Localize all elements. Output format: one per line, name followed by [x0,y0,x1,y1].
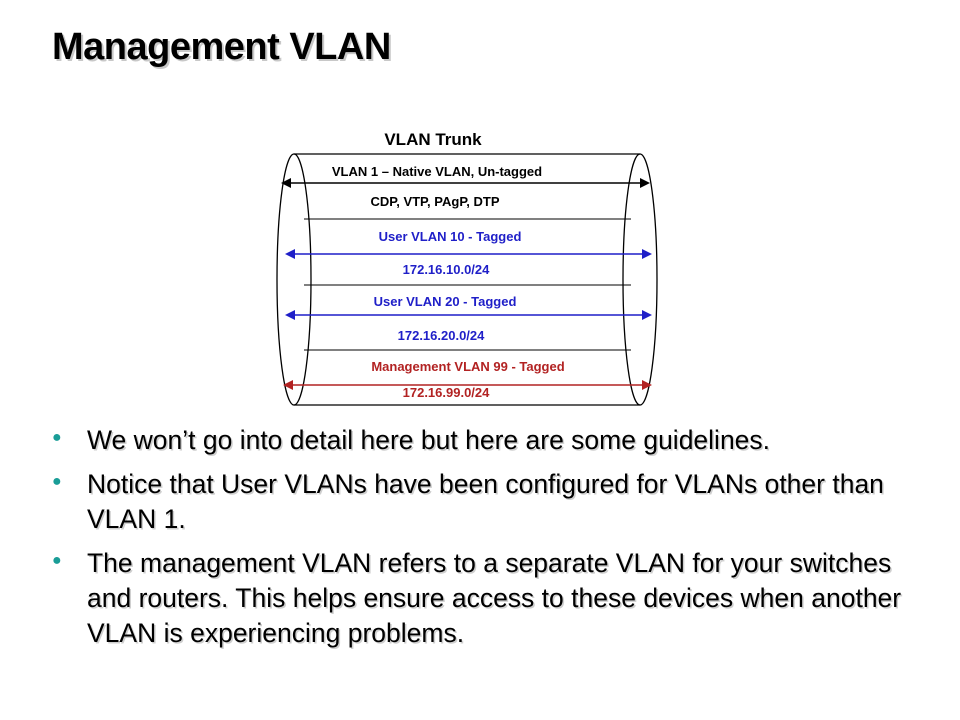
bullet-item: ● Notice that User VLANs have been confi… [50,467,940,537]
bullet-text: The management VLAN refers to a separate… [87,548,902,648]
native-vlan-arrowhead-right [640,178,650,188]
bullet-dot-icon: ● [52,552,62,569]
bullet-text: Notice that User VLANs have been configu… [87,469,884,534]
bullet-list: ● We won’t go into detail here but here … [50,423,940,660]
bullet-item: ● We won’t go into detail here but here … [50,423,940,458]
subnet-user-vlan-10: 172.16.10.0/24 [403,262,491,277]
subnet-user-vlan-20: 172.16.20.0/24 [398,328,486,343]
trunk-cylinder-left-end [276,153,312,406]
bullet-dot-icon: ● [52,473,62,490]
trunk-title: VLAN Trunk [384,130,482,149]
bullet-item: ● The management VLAN refers to a separa… [50,546,940,651]
lane-label-native-vlan: VLAN 1 – Native VLAN, Un-tagged [332,164,542,179]
user-vlan-20-arrowhead-right [642,310,652,320]
bullet-dot-icon: ● [52,429,62,446]
slide-title: Management VLAN [52,26,391,68]
lane-label-user-vlan-20: User VLAN 20 - Tagged [374,294,517,309]
trunk-cylinder-right-end [622,153,658,406]
user-vlan-10-arrowhead-right [642,249,652,259]
native-vlan-arrowhead-left [281,178,291,188]
vlan-trunk-diagram: VLAN Trunk VLAN 1 – Native VLAN, Un-tagg… [276,130,658,406]
bullet-text: We won’t go into detail here but here ar… [87,425,771,455]
management-vlan-99-arrowhead-right [642,380,652,390]
lane-sublabel-control-protocols: CDP, VTP, PAgP, DTP [370,194,499,209]
user-vlan-10-arrowhead-left [285,249,295,259]
user-vlan-20-arrowhead-left [285,310,295,320]
subnet-management-vlan-99: 172.16.99.0/24 [403,385,491,400]
management-vlan-99-arrowhead-left [283,380,293,390]
lane-label-management-vlan-99: Management VLAN 99 - Tagged [371,359,564,374]
lane-label-user-vlan-10: User VLAN 10 - Tagged [379,229,522,244]
